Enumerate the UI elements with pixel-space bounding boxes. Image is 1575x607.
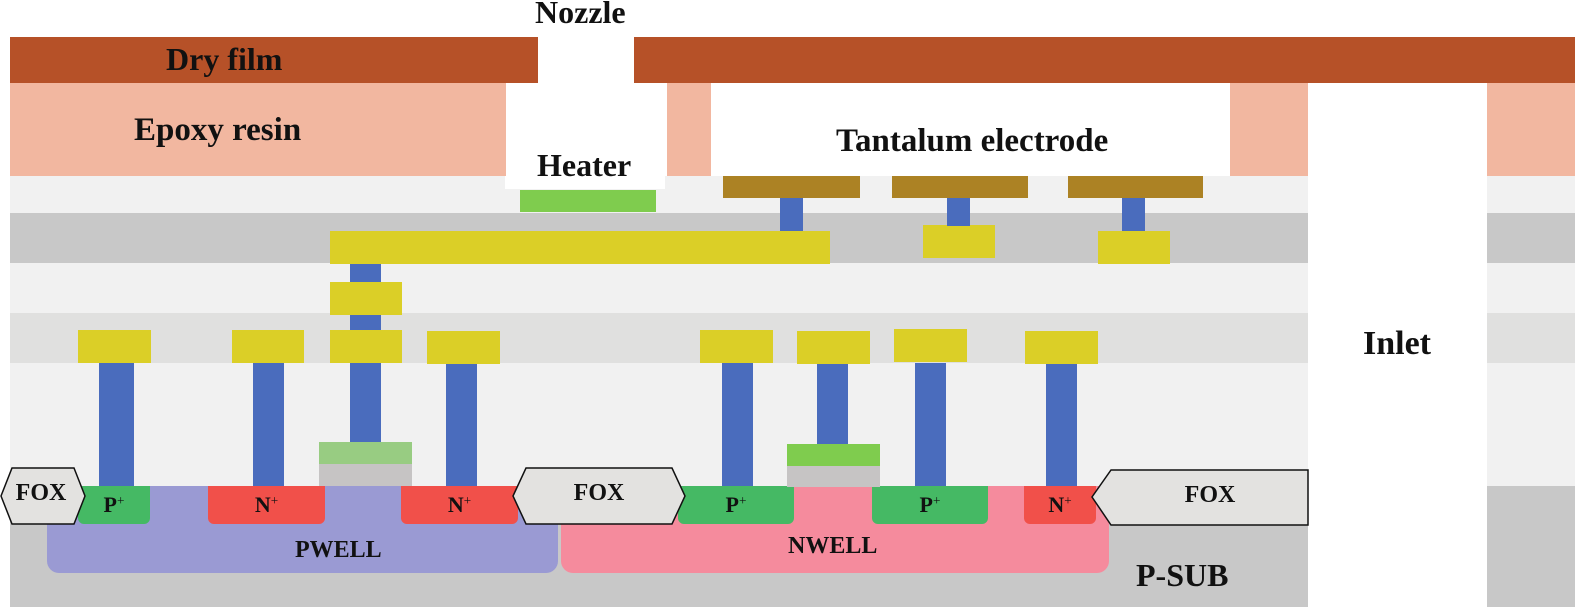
metal1-pad <box>1025 331 1098 364</box>
n-plus-diffusion: N+ <box>401 486 518 524</box>
nmos-gate-poly <box>319 442 412 464</box>
tantalum-electrode <box>723 176 860 198</box>
ild-layer-1 <box>10 313 1308 363</box>
epoxy-resin-label: Epoxy resin <box>134 112 302 148</box>
passivation-layer-right <box>1487 176 1575 214</box>
n-plus-diffusion: N+ <box>1024 486 1096 524</box>
metal1-pad <box>894 329 967 362</box>
plus-sign: + <box>117 492 125 508</box>
via3 <box>947 193 970 226</box>
nwell-label: NWELL <box>788 533 878 559</box>
nmos-gate-oxide <box>319 464 412 486</box>
pwell-label: PWELL <box>295 537 382 563</box>
metal3-line <box>330 231 830 264</box>
fox-right-label: FOX <box>1184 482 1236 508</box>
heater-label: Heater <box>537 147 632 183</box>
metal1-pad <box>797 331 870 364</box>
fox-middle <box>512 467 686 525</box>
heater-resistor <box>520 190 656 212</box>
metal2-pad <box>330 282 402 315</box>
tantalum-electrode <box>1068 176 1203 198</box>
p-substrate-right <box>1487 486 1575 607</box>
contact-via <box>915 363 946 486</box>
pmd-layer <box>10 363 1308 488</box>
plus-sign: + <box>463 492 472 508</box>
diffusion-label: N <box>254 492 271 517</box>
via1 <box>350 314 381 330</box>
ink-chamber <box>505 176 665 189</box>
fox-middle-label: FOX <box>573 480 625 506</box>
pmd-layer-right <box>1487 363 1575 488</box>
pmos-gate-poly <box>787 444 880 466</box>
ild-layer-3-right <box>1487 213 1575 263</box>
p-plus-diffusion: P+ <box>678 486 794 524</box>
fox-left-label: FOX <box>15 480 67 506</box>
diffusion-label: N <box>1048 492 1065 517</box>
pmos-gate-oxide <box>787 466 880 487</box>
metal1-pad <box>427 331 500 364</box>
contact-via <box>99 363 134 486</box>
via2 <box>350 263 381 282</box>
tantalum-electrode-label: Tantalum electrode <box>836 123 1109 159</box>
ild-layer-1-right <box>1487 313 1575 363</box>
p-plus-diffusion: P+ <box>872 486 988 524</box>
nozzle-label: Nozzle <box>535 0 626 30</box>
metal3-pad <box>1098 231 1170 264</box>
diffusion-label: P <box>725 492 739 517</box>
dry-film-left <box>10 37 538 83</box>
dry-film-right <box>634 37 1575 83</box>
n-plus-diffusion: N+ <box>208 486 325 524</box>
metal1-pad <box>78 330 151 363</box>
contact-via <box>817 363 848 444</box>
contact-via <box>722 363 753 486</box>
epoxy-resin-pillar <box>1230 83 1308 176</box>
metal1-pad <box>700 330 773 363</box>
plus-sign: + <box>933 492 941 508</box>
metal1-pad <box>330 330 402 363</box>
dry-film-label: Dry film <box>166 41 283 77</box>
contact-via <box>446 363 477 486</box>
fox-left <box>0 467 86 525</box>
via3 <box>1122 198 1145 231</box>
contact-via <box>1046 363 1077 486</box>
via3 <box>780 198 803 231</box>
inlet-label: Inlet <box>1363 325 1431 362</box>
diffusion-label: N <box>447 492 464 517</box>
epoxy-resin-block <box>10 83 506 176</box>
contact-via <box>253 363 284 486</box>
plus-sign: + <box>270 492 279 508</box>
p-plus-diffusion: P+ <box>78 486 150 524</box>
fox-right <box>1091 469 1309 526</box>
ild-layer-2-right <box>1487 263 1575 313</box>
plus-sign: + <box>1064 492 1072 508</box>
epoxy-resin-pillar <box>667 83 711 176</box>
ild-layer-2 <box>10 263 1308 313</box>
diffusion-label: P <box>919 492 933 517</box>
metal1-pad <box>232 330 304 363</box>
metal3-pad <box>923 225 995 258</box>
tantalum-electrode <box>892 176 1028 198</box>
diffusion-label: P <box>103 492 117 517</box>
epoxy-resin-pillar <box>1487 83 1575 176</box>
plus-sign: + <box>739 492 747 508</box>
contact-via <box>350 363 381 442</box>
psub-label: P-SUB <box>1136 557 1229 593</box>
